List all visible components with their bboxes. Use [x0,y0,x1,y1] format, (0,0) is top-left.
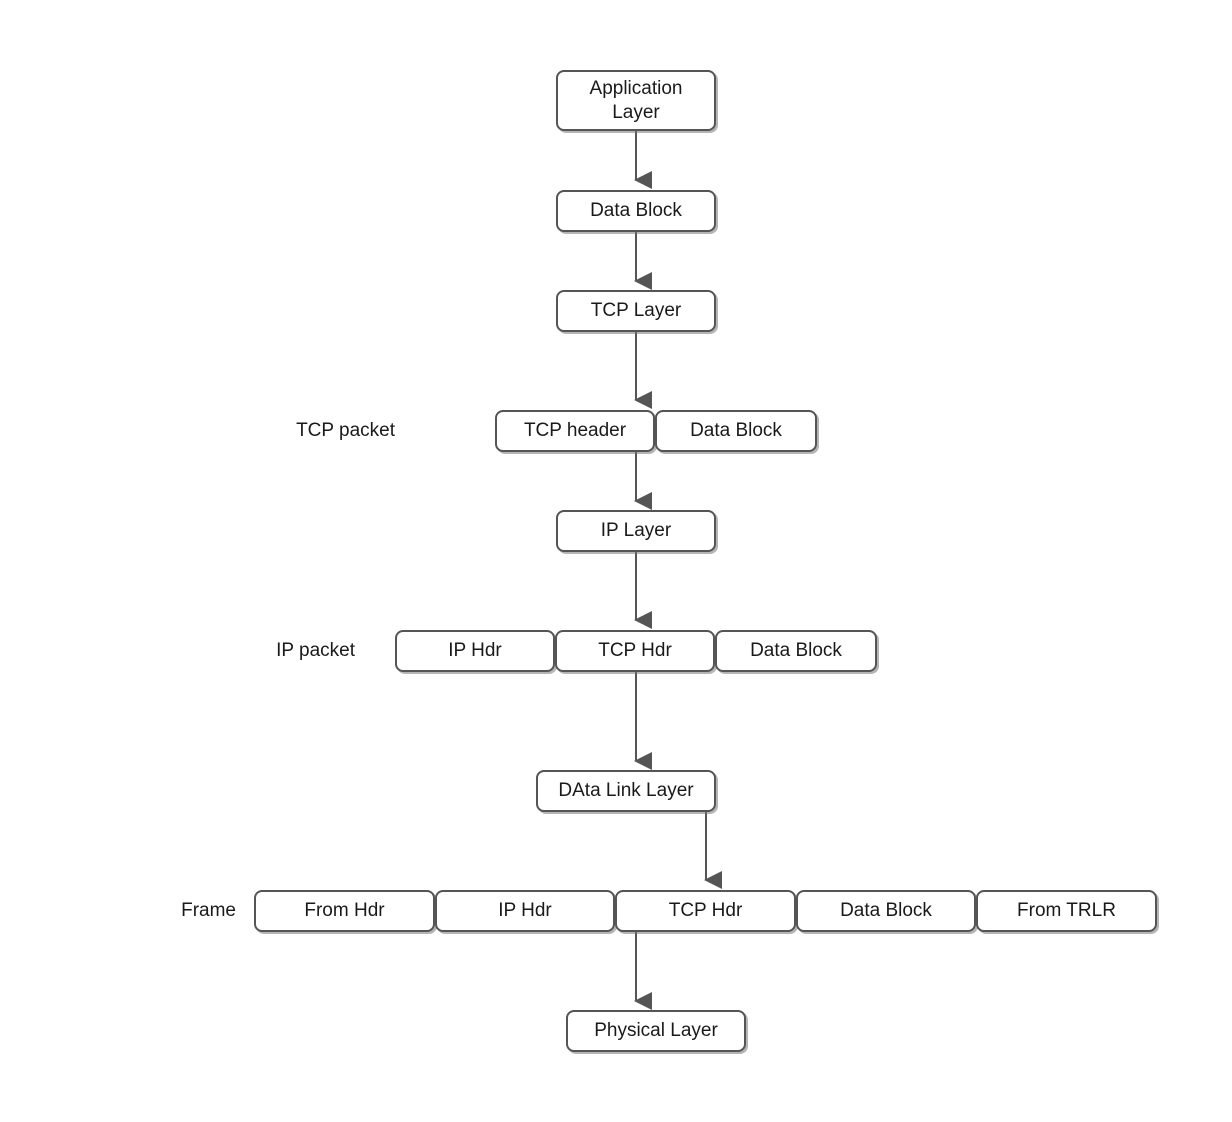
packet-segment-tcp-header[interactable]: TCP header [495,410,655,452]
packet-segment-ip-hdr[interactable]: IP Hdr [395,630,555,672]
packet-segment-from-trlr[interactable]: From TRLR [976,890,1157,932]
packet-row-ip-packet: IP Hdr TCP Hdr Data Block [395,630,877,672]
packet-row-tcp-packet: TCP header Data Block [495,410,817,452]
node-application-layer[interactable]: Application Layer [556,70,716,131]
label-ip-packet: IP packet [276,640,355,661]
packet-segment-ip-hdr[interactable]: IP Hdr [435,890,615,932]
node-ip-layer[interactable]: IP Layer [556,510,716,552]
node-data-link-layer[interactable]: DAta Link Layer [536,770,716,812]
label-frame: Frame [181,900,236,921]
packet-segment-data-block[interactable]: Data Block [796,890,976,932]
node-data-block[interactable]: Data Block [556,190,716,232]
packet-segment-data-block[interactable]: Data Block [715,630,877,672]
label-tcp-packet: TCP packet [296,420,395,441]
packet-segment-tcp-hdr[interactable]: TCP Hdr [615,890,796,932]
node-physical-layer[interactable]: Physical Layer [566,1010,746,1052]
node-tcp-layer[interactable]: TCP Layer [556,290,716,332]
packet-segment-tcp-hdr[interactable]: TCP Hdr [555,630,715,672]
packet-row-frame: From Hdr IP Hdr TCP Hdr Data Block From … [254,890,1157,932]
packet-segment-from-hdr[interactable]: From Hdr [254,890,435,932]
packet-segment-data-block[interactable]: Data Block [655,410,817,452]
